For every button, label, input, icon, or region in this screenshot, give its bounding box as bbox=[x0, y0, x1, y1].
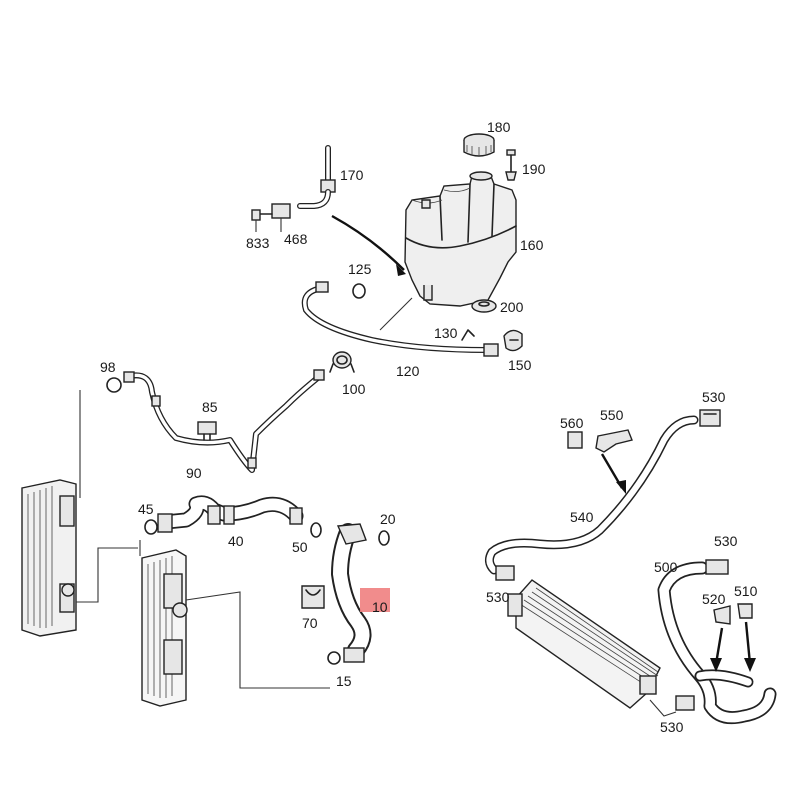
callout-170: 170 bbox=[340, 167, 364, 183]
callout-90: 90 bbox=[186, 465, 202, 481]
radiator-rear-part[interactable] bbox=[21, 479, 77, 637]
clip-520-part[interactable] bbox=[713, 605, 731, 625]
callout-560: 560 bbox=[560, 415, 584, 431]
callout-100: 100 bbox=[342, 381, 366, 397]
intercooler-group bbox=[484, 409, 777, 725]
vent-hose-part[interactable] bbox=[301, 281, 499, 357]
callout-520: 520 bbox=[702, 591, 726, 607]
callout-120: 120 bbox=[396, 363, 420, 379]
expansion-tank-part[interactable] bbox=[404, 171, 517, 307]
callout-550: 550 bbox=[600, 407, 624, 423]
clamp-530-bottom-part[interactable] bbox=[675, 695, 695, 711]
callout-125: 125 bbox=[348, 261, 372, 277]
level-sensor-part[interactable] bbox=[297, 145, 336, 209]
callout-160: 160 bbox=[520, 237, 544, 253]
hose-500-part[interactable] bbox=[657, 561, 777, 725]
tank-cap-part[interactable] bbox=[463, 133, 495, 157]
grommet-part[interactable] bbox=[471, 299, 497, 313]
assembly-arrow bbox=[331, 214, 405, 271]
callout-20: 20 bbox=[380, 511, 396, 527]
clip-130-part[interactable] bbox=[461, 329, 475, 341]
radiator-group bbox=[21, 390, 330, 707]
clamp-530-left-part[interactable] bbox=[495, 565, 515, 581]
clamp-530-right-part[interactable] bbox=[705, 559, 729, 575]
callout-45: 45 bbox=[138, 501, 154, 517]
coolant-hose-10-part[interactable] bbox=[331, 523, 372, 663]
o-ring-15-part[interactable] bbox=[327, 651, 341, 665]
clamp-530-top-part[interactable] bbox=[699, 409, 721, 427]
callout-510: 510 bbox=[734, 583, 758, 599]
bracket-560-part[interactable] bbox=[567, 431, 583, 449]
callout-15: 15 bbox=[336, 673, 352, 689]
intercooler-part[interactable] bbox=[507, 579, 661, 709]
o-ring-98-part[interactable] bbox=[106, 377, 122, 393]
callout-50: 50 bbox=[292, 539, 308, 555]
connector-part[interactable] bbox=[251, 203, 291, 232]
bleed-line-group bbox=[106, 369, 325, 473]
bleed-line-part[interactable] bbox=[123, 369, 325, 473]
bracket-550-part[interactable] bbox=[595, 429, 633, 453]
clip-70-part[interactable] bbox=[301, 585, 325, 609]
bleed-valve-85-part[interactable] bbox=[197, 421, 217, 441]
hose-540-part[interactable] bbox=[484, 415, 699, 575]
callout-85: 85 bbox=[202, 399, 218, 415]
callout-530-top: 530 bbox=[702, 389, 726, 405]
callout-540: 540 bbox=[570, 509, 594, 525]
upper-hose-part[interactable] bbox=[157, 495, 304, 533]
callout-530-right: 530 bbox=[714, 533, 738, 549]
clip-arrow-right bbox=[744, 621, 752, 665]
callout-40: 40 bbox=[228, 533, 244, 549]
callout-180: 180 bbox=[487, 119, 511, 135]
expansion-tank-group bbox=[251, 133, 523, 373]
clip-510-part[interactable] bbox=[737, 603, 753, 619]
callout-labels: 180 190 170 833 468 160 125 200 130 150 … bbox=[100, 119, 758, 735]
callout-98: 98 bbox=[100, 359, 116, 375]
bolt-part[interactable] bbox=[505, 149, 517, 181]
coolant-hose-10-group bbox=[301, 523, 390, 665]
callout-833: 833 bbox=[246, 235, 270, 251]
radiator-front-part[interactable] bbox=[141, 549, 188, 707]
o-ring-50-part[interactable] bbox=[310, 522, 322, 538]
upper-hose-group bbox=[144, 495, 322, 538]
callout-10: 10 bbox=[372, 599, 388, 615]
callout-190: 190 bbox=[522, 161, 546, 177]
callout-500: 500 bbox=[654, 559, 678, 575]
o-ring-45-part[interactable] bbox=[144, 519, 158, 535]
callout-468: 468 bbox=[284, 231, 308, 247]
callout-70: 70 bbox=[302, 615, 318, 631]
o-ring-20-part[interactable] bbox=[378, 530, 390, 546]
highlight-marker bbox=[360, 588, 390, 612]
callout-530-left: 530 bbox=[486, 589, 510, 605]
callout-200: 200 bbox=[500, 299, 524, 315]
clamp-150-part[interactable] bbox=[503, 329, 523, 352]
callout-150: 150 bbox=[508, 357, 532, 373]
callout-130: 130 bbox=[434, 325, 458, 341]
callout-530-bottom: 530 bbox=[660, 719, 684, 735]
clamp-100-part[interactable] bbox=[329, 351, 355, 373]
o-ring-part[interactable] bbox=[352, 283, 366, 299]
